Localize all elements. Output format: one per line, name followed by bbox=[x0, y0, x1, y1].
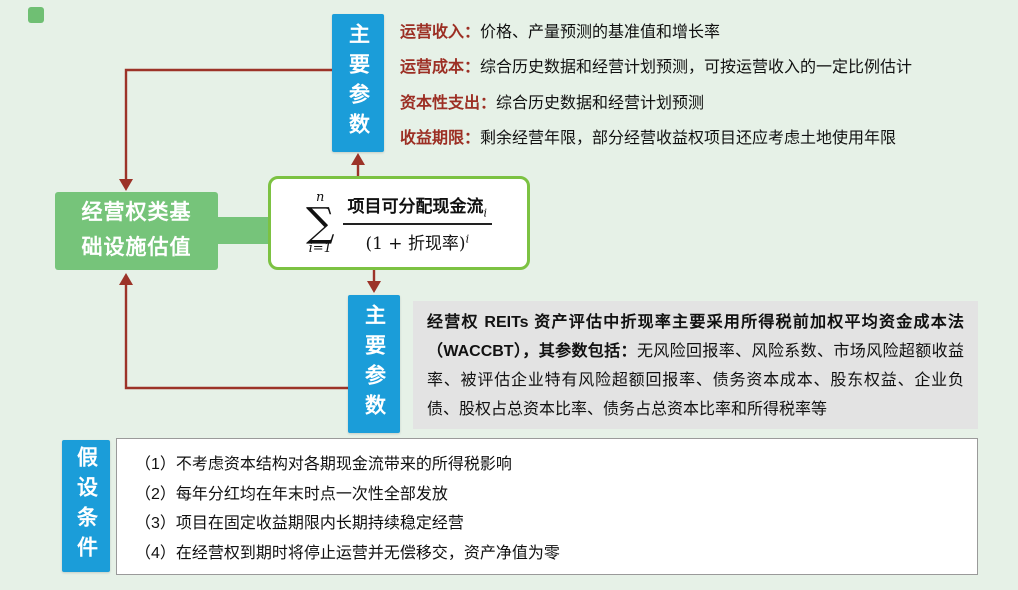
top-params-box: 主要参数 bbox=[332, 14, 384, 152]
param-label: 运营收入： bbox=[400, 23, 481, 41]
summation-upper-limit: n bbox=[316, 190, 325, 205]
bottom-params-box: 主要参数 bbox=[348, 295, 400, 433]
summation-lower-limit: i=1 bbox=[308, 241, 332, 256]
arrow-bottom-params-to-valuation bbox=[119, 273, 348, 390]
valuation-formula-connector bbox=[216, 217, 270, 244]
param-row-income-period: 收益期限：剩余经营年限，部分经营收益权项目还应考虑土地使用年限 bbox=[400, 124, 1000, 148]
bottom-params-box-label: 主要参数 bbox=[362, 304, 386, 424]
formula-fraction: 项目可分配现金流i (1 + 折现率)i bbox=[342, 192, 493, 255]
formula-box: n ∑ i=1 项目可分配现金流i (1 + 折现率)i bbox=[268, 176, 530, 270]
valuation-box-title: 经营权类基础设施估值 bbox=[81, 201, 192, 259]
fraction-denominator: (1 + 折现率)i bbox=[365, 232, 470, 255]
assumptions-label: 假设条件 bbox=[74, 446, 98, 566]
param-row-capital-expenditure: 资本性支出：综合历史数据和经营计划预测 bbox=[400, 89, 1000, 113]
top-params-list: 运营收入：价格、产量预测的基准值和增长率 运营成本：综合历史数据和经营计划预测，… bbox=[400, 12, 1000, 154]
numerator-subscript: i bbox=[483, 206, 488, 220]
sigma-icon: ∑ bbox=[305, 200, 335, 246]
assumptions-label-box: 假设条件 bbox=[62, 440, 110, 572]
assumption-item: （4）在经营权到期时将停止运营并无偿移交，资产净值为零 bbox=[135, 545, 560, 563]
param-label: 运营成本： bbox=[400, 59, 481, 77]
param-row-operating-income: 运营收入：价格、产量预测的基准值和增长率 bbox=[400, 18, 1000, 42]
fraction-numerator: 项目可分配现金流i bbox=[342, 192, 493, 226]
discount-rate-note-text: 无风险回报率、风险系数、市场风险超额收益率、被评估企业特有风险超额回报率、债务资… bbox=[427, 343, 964, 419]
valuation-box: 经营权类基础设施估值 bbox=[55, 192, 218, 270]
param-text: 剩余经营年限，部分经营收益权项目还应考虑土地使用年限 bbox=[480, 130, 897, 148]
param-text: 综合历史数据和经营计划预测，可按运营收入的一定比例估计 bbox=[480, 59, 913, 77]
param-text: 价格、产量预测的基准值和增长率 bbox=[480, 23, 721, 41]
assumption-item: （3）项目在固定收益期限内长期持续稳定经营 bbox=[135, 515, 464, 533]
arrow-formula-to-top-params bbox=[351, 153, 365, 176]
discount-rate-note-bold: 经营权 REITs 资产评估中折现率主要采用所得税前加权平均资金成本法（WACC… bbox=[427, 314, 964, 361]
top-params-box-label: 主要参数 bbox=[346, 23, 370, 143]
assumptions-list: （1）不考虑资本结构对各期现金流带来的所得税影响 （2）每年分红均在年末时点一次… bbox=[116, 438, 978, 575]
denominator-superscript: i bbox=[465, 232, 470, 246]
corner-marker-icon bbox=[28, 7, 44, 23]
assumption-item: （1）不考虑资本结构对各期现金流带来的所得税影响 bbox=[135, 455, 512, 473]
param-row-operating-cost: 运营成本：综合历史数据和经营计划预测，可按运营收入的一定比例估计 bbox=[400, 53, 1000, 77]
assumption-item: （2）每年分红均在年末时点一次性全部发放 bbox=[135, 485, 448, 503]
arrow-formula-to-bottom-params bbox=[367, 270, 381, 293]
param-label: 收益期限： bbox=[400, 130, 481, 148]
param-text: 综合历史数据和经营计划预测 bbox=[496, 94, 705, 112]
summation-symbol: n ∑ i=1 bbox=[306, 191, 335, 255]
discount-rate-note: 经营权 REITs 资产评估中折现率主要采用所得税前加权平均资金成本法（WACC… bbox=[413, 301, 978, 429]
param-label: 资本性支出： bbox=[400, 94, 497, 112]
arrow-top-params-to-valuation bbox=[119, 68, 332, 191]
